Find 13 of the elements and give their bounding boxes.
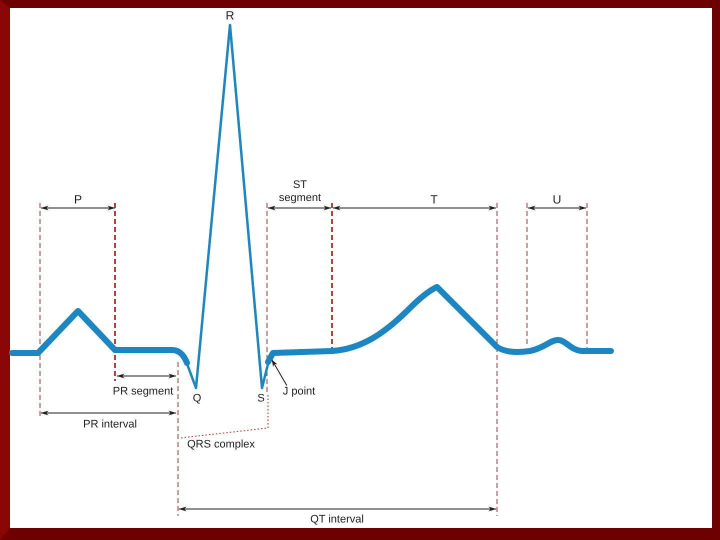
point-label: J point <box>282 386 316 398</box>
wave-label: U <box>552 194 562 206</box>
segment-label: PR segment <box>112 386 174 398</box>
wave-label: T <box>430 194 438 206</box>
leader-line <box>272 360 288 386</box>
wave-label: Q <box>192 392 202 406</box>
wave-label: R <box>226 10 234 22</box>
wave-label: S <box>257 392 265 406</box>
interval-label: PR interval <box>83 418 137 432</box>
complex-label: QRS complex <box>187 438 255 452</box>
wave-label: P <box>74 194 82 206</box>
interval-label: QT interval <box>310 514 364 526</box>
segment-label: ST segment <box>278 179 322 205</box>
